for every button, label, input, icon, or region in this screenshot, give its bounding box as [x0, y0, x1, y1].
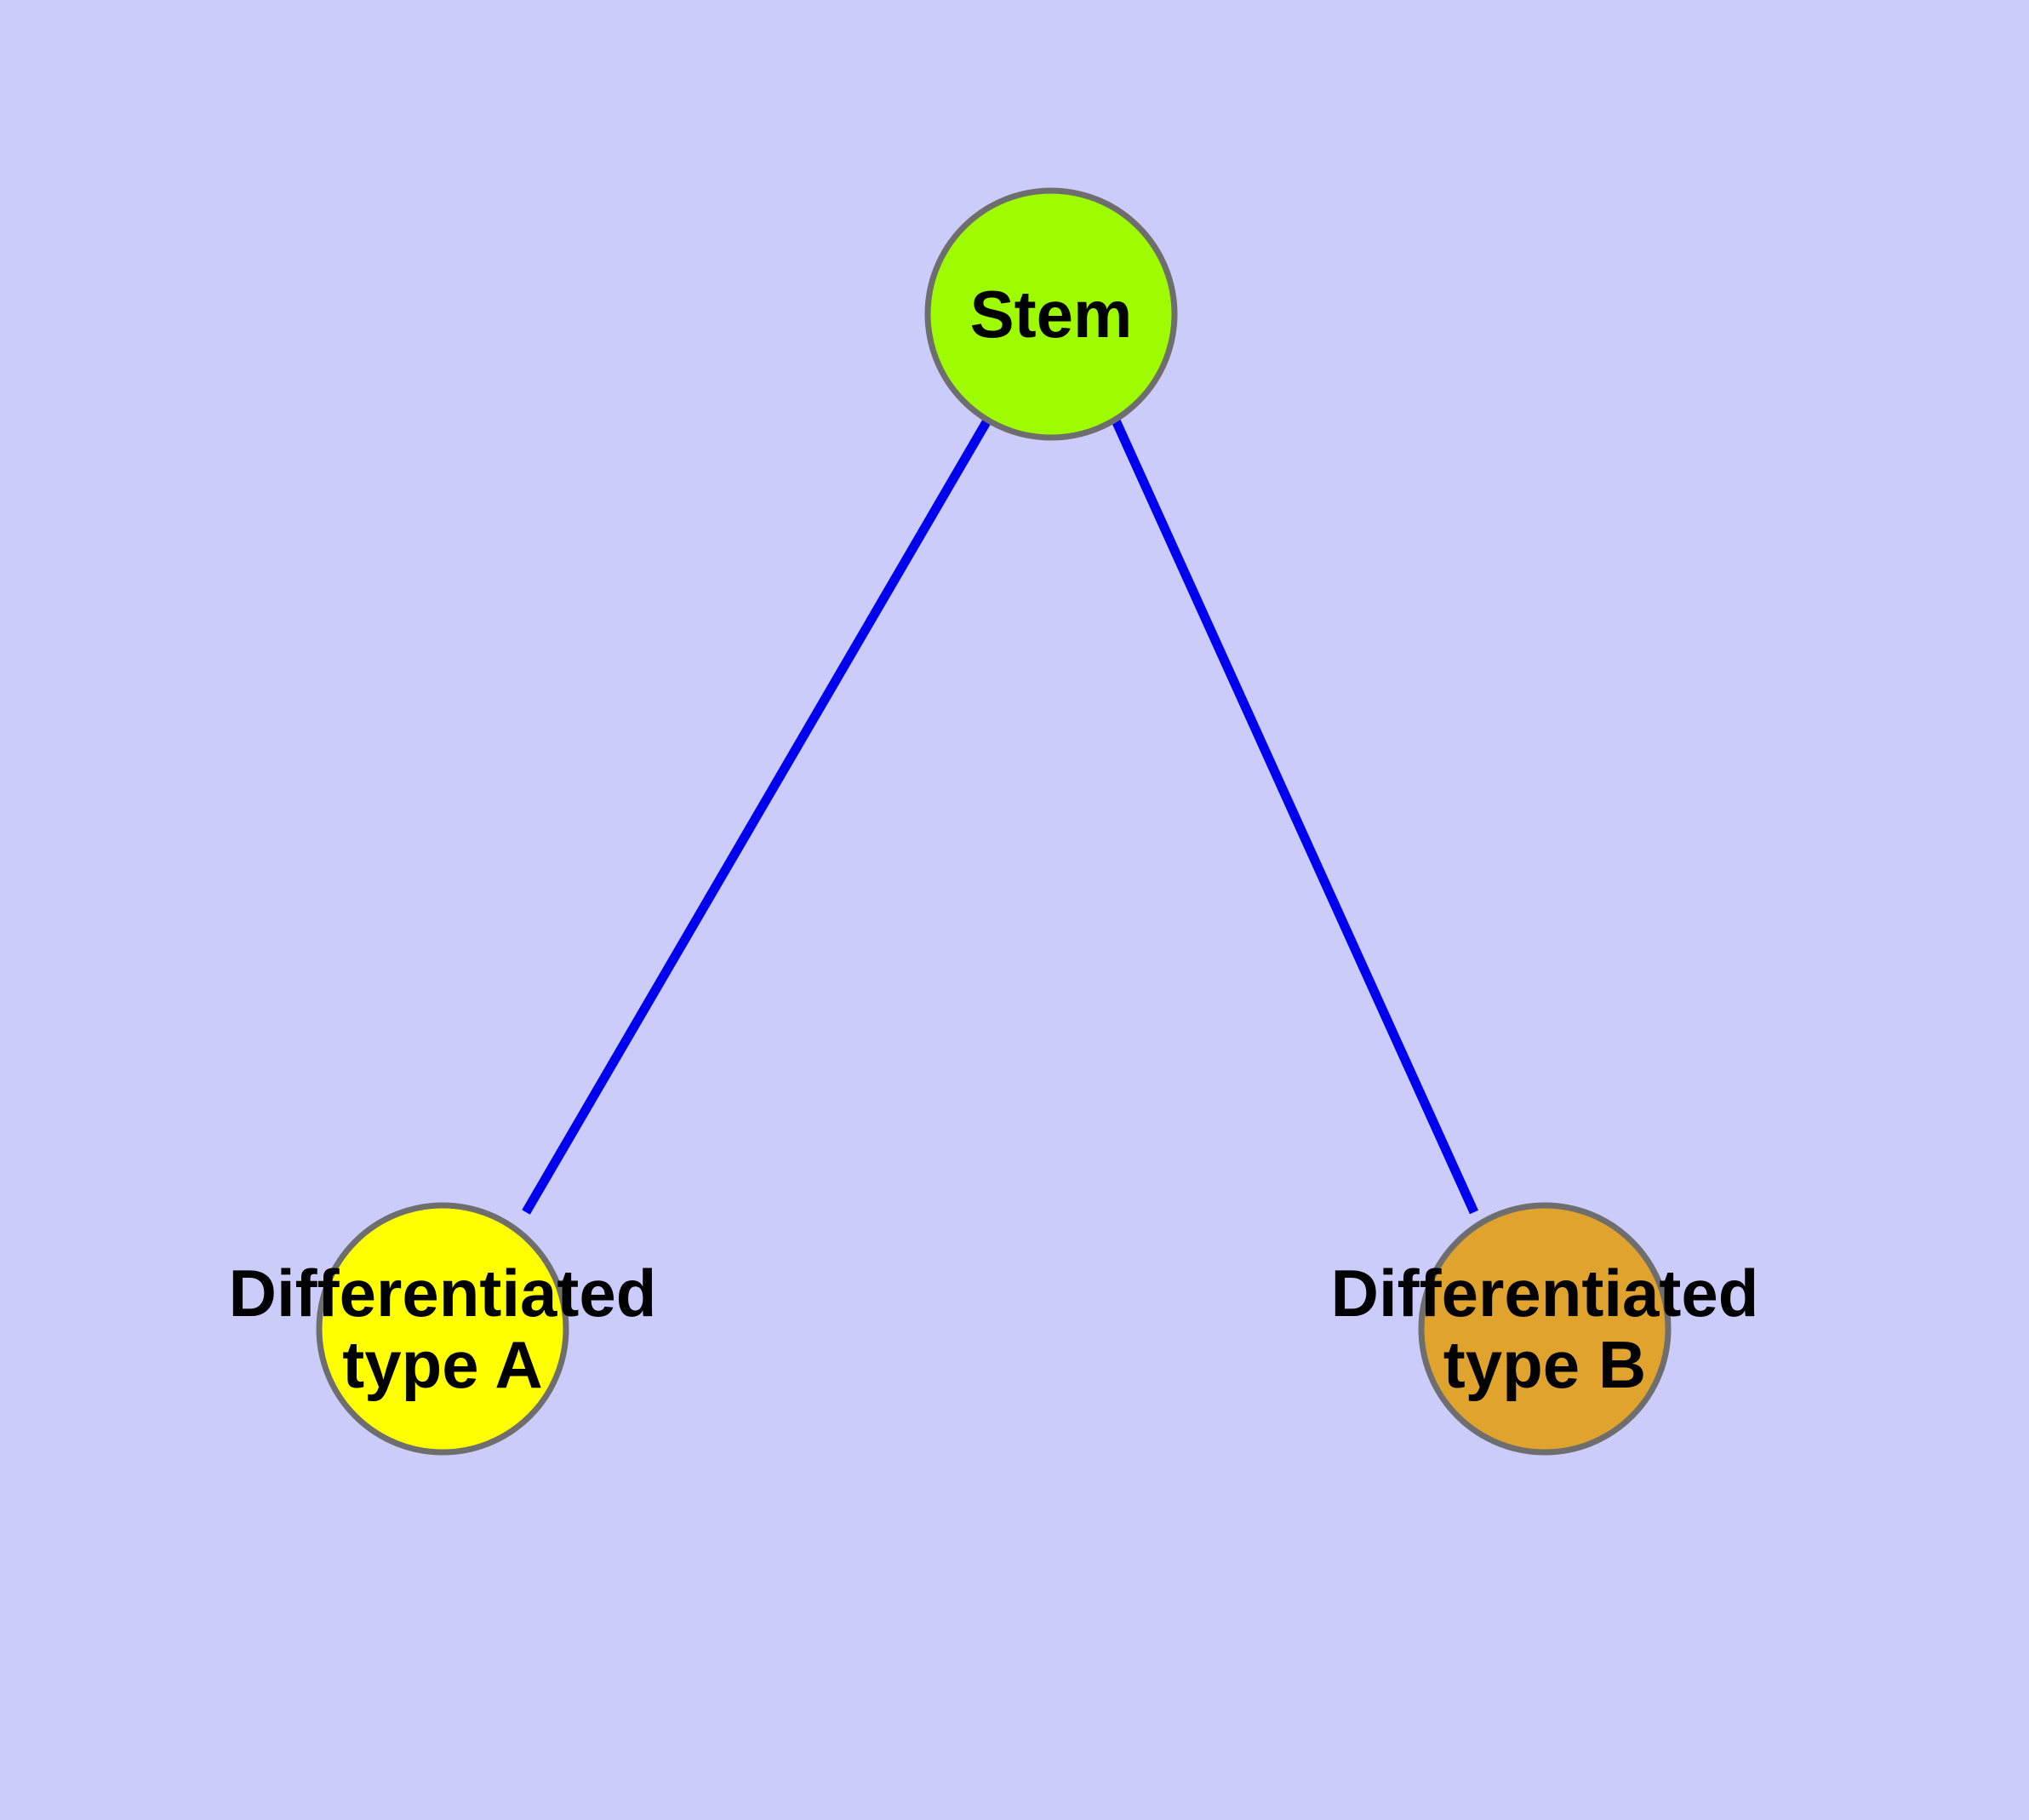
nodes-layer	[316, 187, 1672, 1456]
node-circle-diff-b[interactable]	[1418, 1202, 1672, 1456]
edges-layer	[522, 418, 1479, 1215]
node-circle-diff-a[interactable]	[316, 1202, 569, 1456]
edge-stem-to-diff-b	[1111, 418, 1479, 1215]
edge-stem-to-diff-a	[522, 418, 992, 1215]
node-circle-stem[interactable]	[924, 187, 1178, 441]
